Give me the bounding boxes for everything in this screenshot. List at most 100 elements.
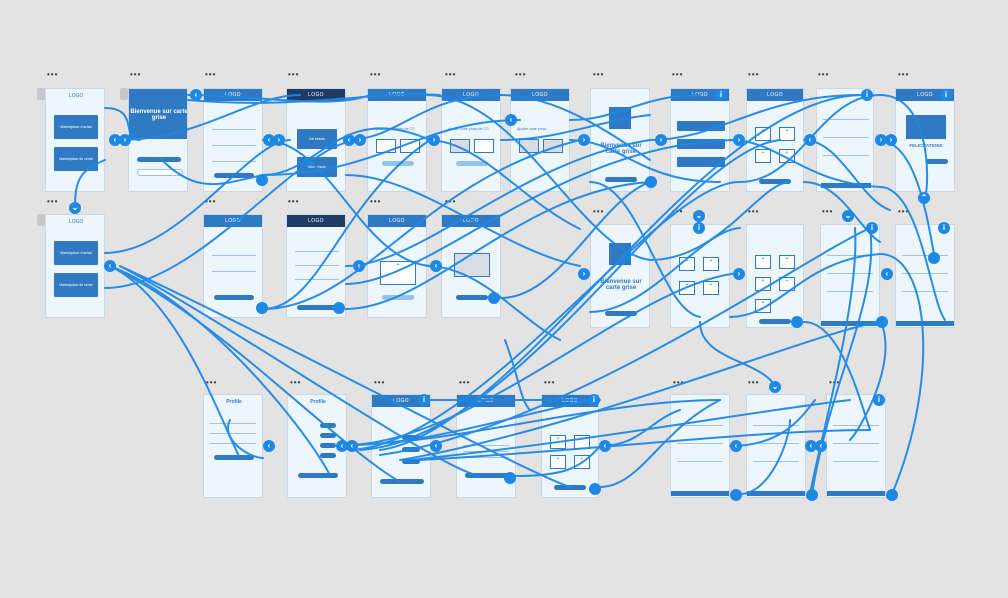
chevron-right-icon[interactable]: ›	[578, 268, 590, 280]
frame-menu-icon[interactable]: •••	[445, 70, 457, 79]
plus-icon[interactable]: +	[755, 299, 771, 313]
chevron-down-icon[interactable]: ⌄	[769, 381, 781, 393]
chevron-up-icon[interactable]: ⌃	[918, 192, 930, 204]
frame-menu-icon[interactable]: •••	[593, 207, 605, 216]
frame-menu-icon[interactable]: •••	[898, 70, 910, 79]
frame-welcome-1[interactable]: Bienvenue sur carte grise	[128, 88, 188, 192]
continue-button[interactable]	[137, 157, 181, 162]
frame-login-2[interactable]: LOGO	[203, 214, 263, 318]
chevron-right-icon[interactable]: ›	[354, 134, 366, 146]
frame-settings[interactable]: LOGO	[371, 394, 431, 498]
finish-button[interactable]	[926, 159, 948, 164]
frame-menu-icon[interactable]: •••	[47, 70, 59, 79]
input-line[interactable]	[295, 279, 339, 280]
frame-choice-1[interactable]: LOGO	[670, 88, 730, 192]
chevron-left-icon[interactable]: ‹	[336, 440, 348, 452]
confirm-button[interactable]	[465, 473, 509, 478]
chevron-left-icon[interactable]: ‹	[343, 134, 355, 146]
marketplace-achat-button[interactable]: Marketplace d'achat	[54, 115, 98, 139]
frame-menu-icon[interactable]: •••	[672, 70, 684, 79]
frame-home-1[interactable]: LOGO Marketplace d'achat Marketplace de …	[45, 88, 105, 192]
plus-icon[interactable]: +	[574, 435, 590, 449]
upload-button[interactable]	[382, 295, 414, 300]
toggle-option[interactable]	[402, 447, 420, 452]
chevron-right-icon[interactable]: ›	[885, 134, 897, 146]
plus-icon[interactable]: +	[679, 257, 695, 271]
frame-login[interactable]: LOGO	[203, 88, 263, 192]
frame-form-2[interactable]	[820, 224, 880, 328]
frame-menu-icon[interactable]: •••	[130, 70, 142, 79]
frame-form-6[interactable]	[826, 394, 886, 498]
connector-node[interactable]	[333, 302, 345, 314]
chevron-left-icon[interactable]: ‹	[505, 114, 517, 126]
photo-slot[interactable]	[376, 139, 396, 153]
chevron-right-icon[interactable]: ›	[428, 134, 440, 146]
option-button[interactable]	[677, 121, 725, 131]
plus-icon[interactable]: +	[679, 281, 695, 295]
frame-profile-1[interactable]: Profile	[203, 394, 263, 498]
chevron-right-icon[interactable]: ›	[875, 134, 887, 146]
connector-node[interactable]	[488, 292, 500, 304]
frame-menu-icon[interactable]: •••	[205, 197, 217, 206]
frame-form-5[interactable]	[746, 394, 806, 498]
frame-photo-2[interactable]: LOGO Ajouter votre photo de CG	[441, 88, 501, 192]
option-button[interactable]	[677, 139, 725, 149]
footer-bar[interactable]	[827, 491, 885, 496]
frame-form-3[interactable]	[895, 224, 955, 328]
chevron-left-icon[interactable]: ‹	[815, 440, 827, 452]
chevron-right-icon[interactable]: ›	[273, 134, 285, 146]
plus-icon[interactable]: +	[755, 255, 771, 269]
connector-node[interactable]	[589, 483, 601, 495]
toggle-option[interactable]	[320, 443, 336, 448]
frame-menu-icon[interactable]: •••	[374, 378, 386, 387]
confirm-button[interactable]	[759, 319, 791, 324]
info-icon[interactable]: i	[861, 89, 873, 101]
continue-button[interactable]	[605, 177, 637, 182]
plus-icon[interactable]: +	[779, 127, 795, 141]
photo-slot[interactable]	[474, 139, 494, 153]
save-button[interactable]	[380, 479, 424, 484]
chevron-left-icon[interactable]: ‹	[599, 440, 611, 452]
plus-icon[interactable]: +	[779, 149, 795, 163]
submit-button[interactable]	[214, 173, 254, 178]
plus-icon[interactable]: +	[755, 277, 771, 291]
chevron-left-icon[interactable]: ‹	[881, 268, 893, 280]
frame-menu-icon[interactable]: •••	[818, 70, 830, 79]
info-icon[interactable]: i	[418, 394, 430, 406]
plus-icon[interactable]: +	[779, 255, 795, 269]
plus-icon[interactable]: +	[703, 257, 719, 271]
connector-node[interactable]	[645, 176, 657, 188]
input-line[interactable]	[295, 251, 339, 252]
footer-bar[interactable]	[821, 321, 879, 326]
input-line[interactable]	[212, 255, 256, 256]
connector-node[interactable]	[256, 302, 268, 314]
chevron-left-icon[interactable]: ‹	[104, 260, 116, 272]
info-icon[interactable]: i	[715, 89, 727, 101]
submit-button[interactable]	[297, 305, 337, 310]
frame-form-1[interactable]	[816, 88, 874, 192]
frame-menu-icon[interactable]: •••	[459, 378, 471, 387]
frame-welcome-3[interactable]: Bienvenue sur carte grise	[590, 224, 650, 328]
footer-bar[interactable]	[747, 491, 805, 496]
plus-icon[interactable]: +	[574, 455, 590, 469]
frame-menu-icon[interactable]: •••	[515, 70, 527, 79]
frame-menu-icon[interactable]: •••	[898, 207, 910, 216]
frame-menu-icon[interactable]: •••	[748, 207, 760, 216]
connector-node[interactable]	[886, 489, 898, 501]
frame-menu-icon[interactable]: •••	[672, 207, 684, 216]
info-icon[interactable]: i	[588, 394, 600, 406]
frame-besoin[interactable]: LOGO J'ai besoin Mon besoin	[286, 88, 346, 192]
plus-icon[interactable]: +	[755, 149, 771, 163]
secondary-button[interactable]	[137, 169, 183, 176]
frame-menu-icon[interactable]: •••	[205, 70, 217, 79]
input-line[interactable]	[212, 145, 256, 146]
info-icon[interactable]: i	[938, 222, 950, 234]
frame-menu-icon[interactable]: •••	[748, 378, 760, 387]
chevron-left-icon[interactable]: ‹	[346, 440, 358, 452]
input-line[interactable]	[212, 129, 256, 130]
plus-icon[interactable]: +	[550, 435, 566, 449]
chevron-left-icon[interactable]: ‹	[804, 134, 816, 146]
input-line[interactable]	[212, 271, 256, 272]
frame-grid-1[interactable]: LOGO + + + +	[746, 88, 804, 192]
chevron-left-icon[interactable]: ‹	[263, 134, 275, 146]
